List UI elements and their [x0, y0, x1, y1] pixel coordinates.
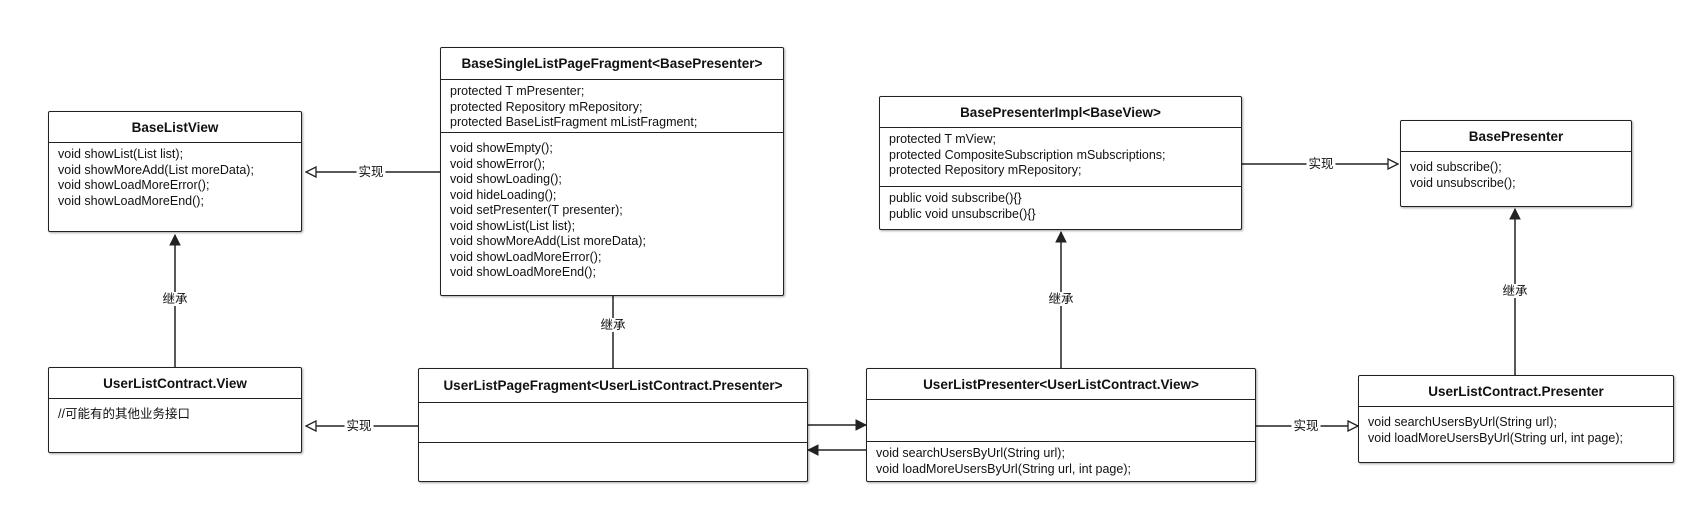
method-line: void loadMoreUsersByUrl(String url, int … [1368, 430, 1623, 445]
field-line: protected Repository mRepository; [889, 163, 1082, 177]
edge-label-implement: 实现 [356, 165, 386, 179]
method-line: void showError(); [450, 156, 546, 171]
method-line: void searchUsersByUrl(String url); [876, 446, 1065, 460]
methods-section: void subscribe(); void unsubscribe(); [1401, 151, 1631, 206]
edge-label-implement: 实现 [1306, 157, 1336, 171]
method-line: void showLoadMoreEnd(); [450, 265, 596, 279]
class-title: UserListPageFragment<UserListContract.Pr… [443, 378, 783, 393]
fields-section: protected T mPresenter; protected Reposi… [441, 79, 783, 132]
methods-section [419, 442, 807, 481]
edge-label-inherit: 继承 [598, 318, 628, 332]
class-user-list-contract-view: UserListContract.View //可能有的其他业务接口 [48, 367, 302, 453]
method-line: void searchUsersByUrl(String url); [1368, 415, 1557, 429]
class-title: BasePresenter [1468, 128, 1564, 144]
method-line: //可能有的其他业务接口 [58, 407, 190, 421]
method-line: void showLoading(); [450, 172, 562, 186]
method-line: void showList(List list); [58, 147, 184, 161]
field-line: protected CompositeSubscription mSubscri… [889, 147, 1166, 162]
methods-section: void searchUsersByUrl(String url); void … [1359, 406, 1673, 462]
edge-label-inherit: 继承 [1046, 292, 1076, 306]
class-user-list-presenter: UserListPresenter<UserListContract.View>… [866, 368, 1256, 482]
class-title: BaseListView [131, 119, 219, 135]
fields-section [419, 402, 807, 442]
method-line: void unsubscribe(); [1410, 175, 1516, 190]
methods-section: void searchUsersByUrl(String url); void … [867, 441, 1255, 481]
class-title: UserListPresenter<UserListContract.View> [923, 376, 1199, 392]
method-line: void setPresenter(T presenter); [450, 203, 623, 217]
method-line: public void subscribe(){} [889, 191, 1022, 205]
class-base-single-list-page-fragment: BaseSingleListPageFragment<BasePresenter… [440, 47, 784, 296]
method-line: void showMoreAdd(List moreData); [58, 162, 254, 177]
edge-label-inherit: 继承 [1500, 284, 1530, 298]
edge-label-implement: 实现 [1291, 419, 1321, 433]
method-line: void showList(List list); [450, 218, 576, 233]
class-base-presenter-impl: BasePresenterImpl<BaseView> protected T … [879, 96, 1242, 230]
method-line: void loadMoreUsersByUrl(String url, int … [876, 461, 1131, 476]
field-line: protected Repository mRepository; [450, 99, 643, 114]
fields-section [867, 399, 1255, 441]
method-line: void showLoadMoreEnd(); [58, 193, 204, 208]
edge-label-implement: 实现 [344, 419, 374, 433]
methods-section: public void subscribe(){} public void un… [880, 186, 1241, 229]
field-line: protected T mView; [889, 132, 997, 146]
class-base-list-view: BaseListView void showList(List list); v… [48, 111, 302, 232]
method-line: void showLoadMoreError(); [450, 249, 602, 264]
methods-section: //可能有的其他业务接口 [49, 398, 301, 452]
class-base-presenter: BasePresenter void subscribe(); void uns… [1400, 120, 1632, 207]
field-line: protected BaseListFragment mListFragment… [450, 115, 698, 129]
method-line: void hideLoading(); [450, 187, 557, 202]
method-line: public void unsubscribe(){} [889, 206, 1036, 221]
method-line: void showEmpty(); [450, 141, 553, 155]
class-title: BasePresenterImpl<BaseView> [960, 104, 1161, 120]
methods-section: void showEmpty(); void showError(); void… [441, 132, 783, 295]
field-line: protected T mPresenter; [450, 84, 585, 98]
class-title: BaseSingleListPageFragment<BasePresenter… [461, 56, 763, 71]
edge-label-inherit: 继承 [160, 292, 190, 306]
class-title: UserListContract.View [103, 375, 247, 391]
class-user-list-contract-presenter: UserListContract.Presenter void searchUs… [1358, 375, 1674, 463]
class-title: UserListContract.Presenter [1428, 383, 1604, 399]
method-line: void subscribe(); [1410, 160, 1502, 174]
class-user-list-page-fragment: UserListPageFragment<UserListContract.Pr… [418, 368, 808, 482]
fields-section: protected T mView; protected CompositeSu… [880, 127, 1241, 186]
methods-section: void showList(List list); void showMoreA… [49, 142, 301, 231]
method-line: void showLoadMoreError(); [58, 178, 210, 192]
method-line: void showMoreAdd(List moreData); [450, 234, 646, 248]
